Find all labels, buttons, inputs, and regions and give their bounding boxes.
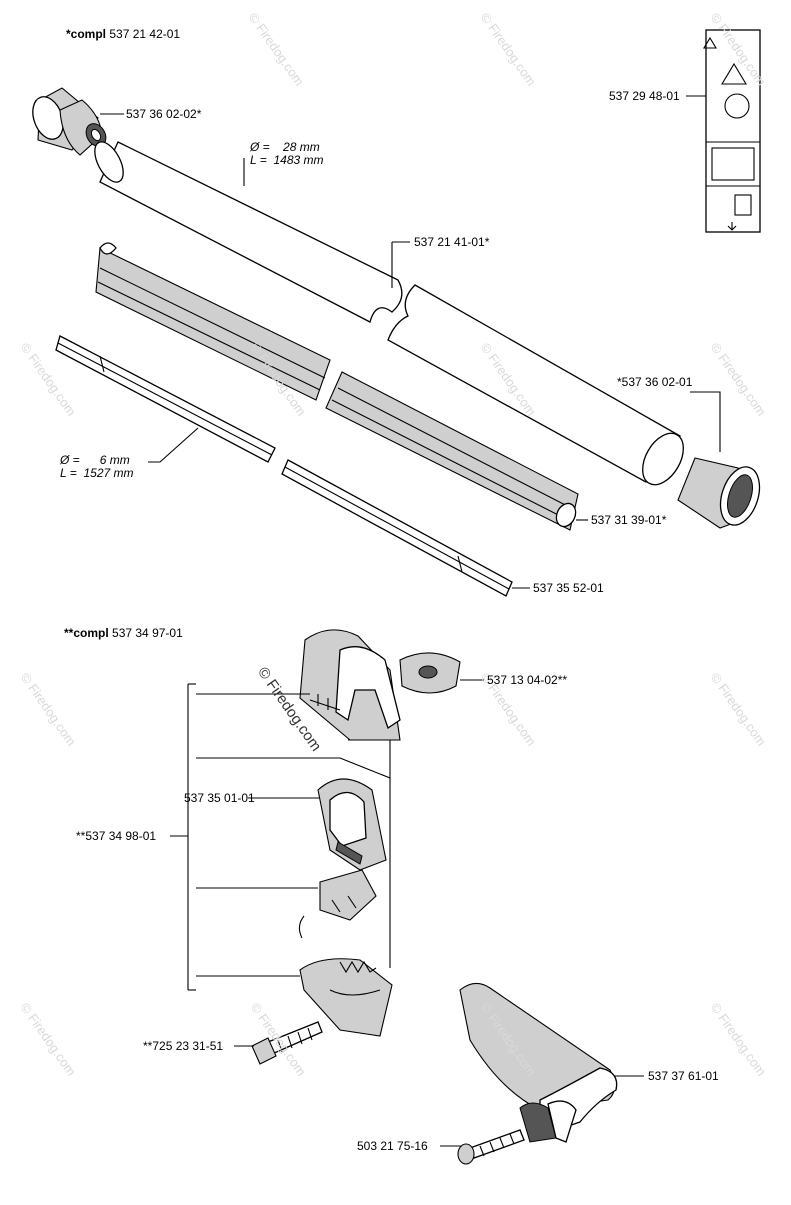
tube-diameter-label: Ø = — [250, 140, 270, 154]
screw-a-drawing — [251, 1021, 323, 1065]
part-label-decal[interactable]: 537 29 48-01 — [609, 89, 680, 103]
shaft-length-label: L = — [60, 466, 77, 480]
leader-lines-bottom — [170, 679, 644, 1147]
part-label-liner[interactable]: 537 31 39-01* — [591, 513, 667, 527]
screw-b-drawing — [457, 1129, 525, 1165]
tube-length-label: L = — [250, 153, 267, 167]
assembly-top-label: *compl 537 21 42-01 — [66, 27, 180, 41]
tube-diameter: Ø = 28 mm — [250, 141, 320, 154]
tube-upper-drawing — [94, 141, 403, 323]
part-label-guard[interactable]: 537 37 61-01 — [648, 1069, 719, 1083]
assembly-bottom-label: **compl 537 34 97-01 — [64, 626, 183, 640]
clip-drawing — [298, 869, 377, 939]
guard-drawing — [459, 982, 618, 1143]
liner-upper-drawing — [95, 242, 331, 401]
clamp-upper-drawing — [299, 629, 401, 741]
tube-length-value: 1483 mm — [273, 153, 324, 167]
part-label-cap-bottom[interactable]: *537 36 02-01 — [617, 375, 693, 389]
shaft-length: L = 1527 mm — [60, 467, 134, 480]
shaft-lower-drawing — [281, 459, 513, 597]
tube-diameter-value: 28 mm — [283, 140, 320, 154]
part-label-shaft[interactable]: 537 35 52-01 — [533, 581, 604, 595]
part-label-cap-top[interactable]: 537 36 02-02* — [126, 107, 202, 121]
buckle-drawing — [317, 778, 387, 871]
liner-lower-drawing — [325, 371, 579, 531]
part-label-nut[interactable]: 537 13 04-02** — [487, 673, 568, 687]
cap-bottom-drawing — [677, 457, 761, 529]
part-label-clamp-assy[interactable]: **537 34 98-01 — [76, 829, 157, 843]
leader-lines-top — [100, 95, 721, 589]
decal-drawing — [703, 29, 761, 233]
assembly-bottom-prefix: **compl — [64, 626, 109, 640]
assembly-bottom-number: 537 34 97-01 — [112, 626, 183, 640]
shaft-diameter-label: Ø = — [60, 453, 80, 467]
shaft-upper-drawing — [55, 335, 276, 463]
shaft-diameter: Ø = 6 mm — [60, 454, 130, 467]
clamp-lower-drawing — [299, 958, 393, 1037]
part-label-screw-b[interactable]: 503 21 75-16 — [357, 1139, 428, 1153]
cap-top-drawing — [32, 87, 107, 156]
assembly-top-prefix: *compl — [66, 27, 107, 41]
part-label-buckle[interactable]: 537 35 01-01 — [184, 791, 255, 805]
nut-drawing — [399, 652, 461, 694]
assembly-top-number: 537 21 42-01 — [109, 27, 181, 41]
tube-lower-drawing — [387, 284, 684, 486]
tube-length: L = 1483 mm — [250, 154, 324, 167]
shaft-diameter-value: 6 mm — [99, 453, 130, 467]
shaft-length-value: 1527 mm — [83, 466, 134, 480]
part-label-tube[interactable]: 537 21 41-01* — [414, 235, 490, 249]
part-label-screw-a[interactable]: **725 23 31-51 — [143, 1039, 224, 1053]
